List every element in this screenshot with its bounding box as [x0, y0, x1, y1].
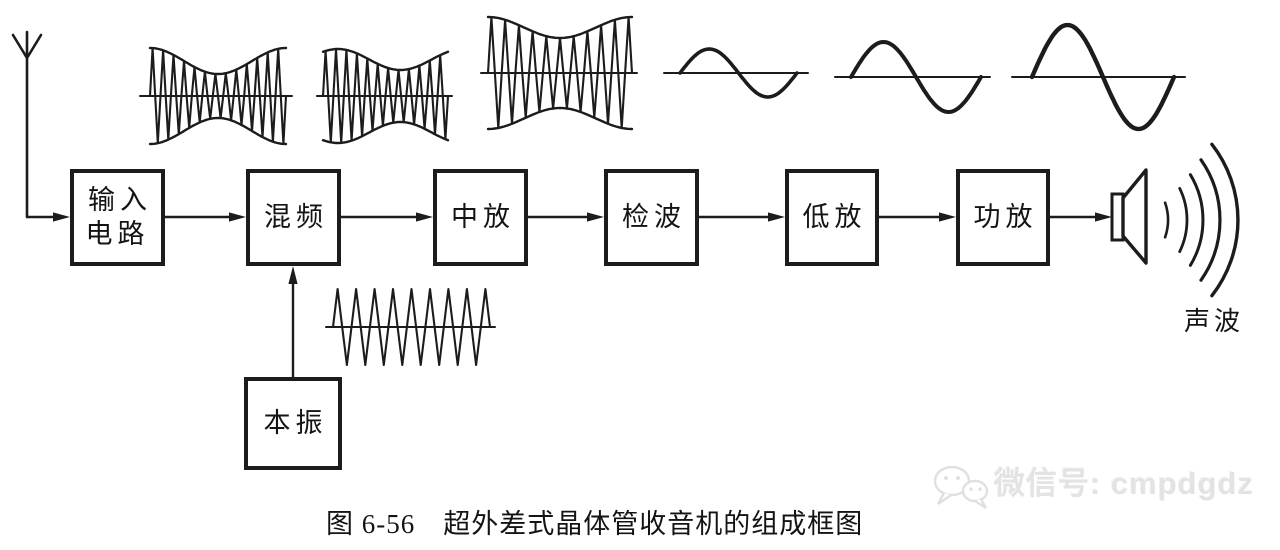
- waveform-local-oscillator: [325, 287, 496, 367]
- flow-arrows: [27, 212, 1112, 377]
- waveform-audio-sine-small: [663, 47, 809, 99]
- block-local-oscillator-label: 本振: [263, 407, 328, 438]
- block-if-amplifier-label: 中放: [451, 201, 515, 232]
- waveform-if-am: [480, 15, 638, 131]
- figure-caption: 图 6-56 超外差式晶体管收音机的组成框图: [326, 509, 864, 539]
- speaker-icon: [1110, 168, 1148, 265]
- block-power-amplifier-label: 功放: [973, 201, 1038, 232]
- block-lf-amplifier: 低放: [785, 169, 879, 266]
- waveform-audio-sine-medium: [834, 40, 991, 114]
- waveform-rf-am-1: [139, 46, 293, 146]
- block-detector: 检波: [604, 169, 699, 266]
- block-mixer: 混频: [246, 169, 341, 266]
- waveform-audio-sine-large: [1011, 22, 1186, 132]
- block-local-oscillator: 本振: [244, 377, 342, 470]
- block-lf-amplifier-label: 低放: [802, 201, 867, 232]
- block-power-amplifier: 功放: [956, 169, 1050, 266]
- waveform-rf-am-2: [316, 47, 453, 145]
- block-detector-label: 检波: [622, 201, 686, 232]
- block-mixer-label: 混频: [264, 201, 328, 232]
- block-if-amplifier: 中放: [433, 169, 528, 266]
- sound-waves-icon: [1163, 142, 1240, 298]
- block-input-circuit-label: 输入 电路: [85, 184, 152, 249]
- wechat-icon: [933, 465, 989, 510]
- antenna-icon: [11, 30, 43, 219]
- block-input-circuit: 输入 电路: [70, 169, 165, 266]
- sound-wave-label: 声波: [1184, 307, 1245, 336]
